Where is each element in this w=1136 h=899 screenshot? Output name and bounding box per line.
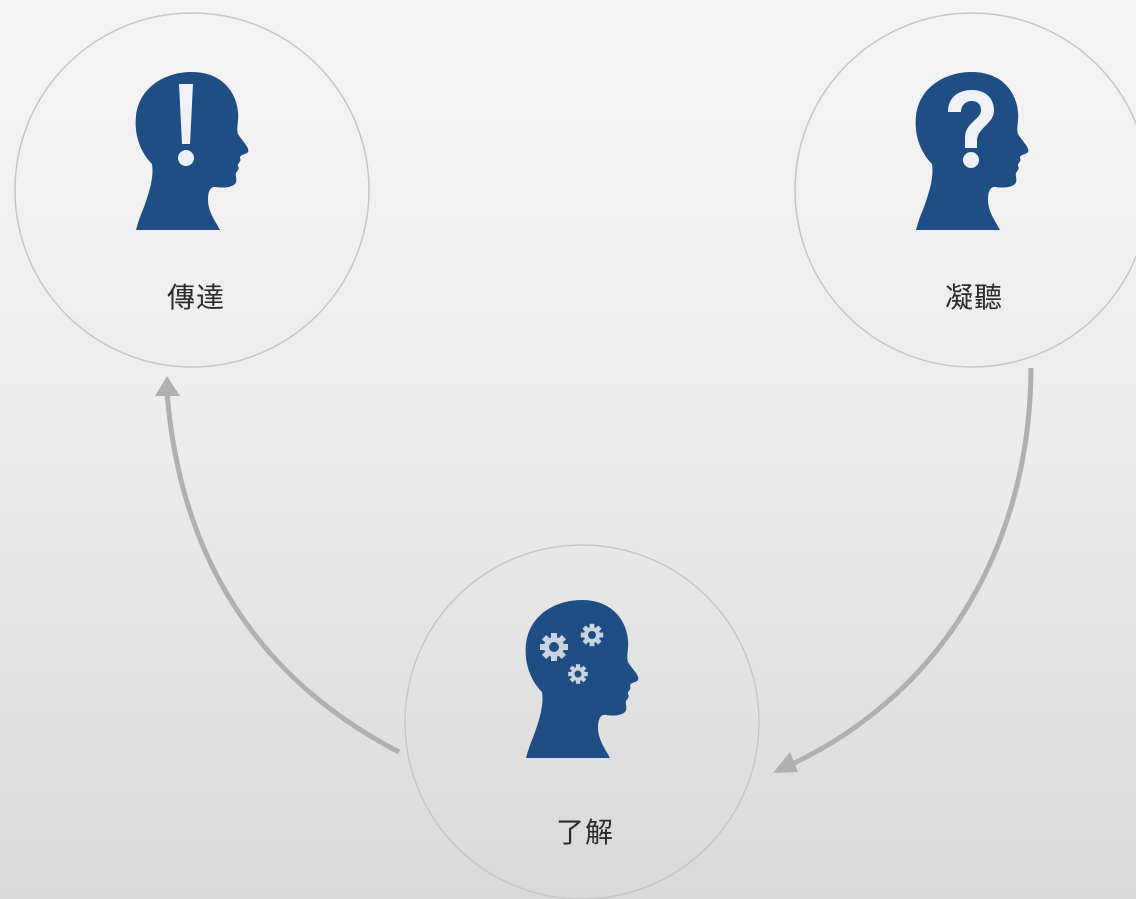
gear-large-icon: [540, 633, 568, 661]
arrow-understand-to-convey: [164, 391, 401, 755]
arrow-listen-to-understand: [788, 367, 1034, 768]
node-circle-convey: [14, 12, 370, 368]
node-label-listen: 凝聽: [944, 281, 1003, 314]
arrowhead-convey: [155, 376, 180, 396]
head-question-icon: [915, 72, 1029, 230]
gear-small-bottom-icon: [568, 664, 588, 684]
node-label-understand: 了解: [555, 816, 614, 849]
head-exclamation-icon: [135, 72, 249, 230]
node-circle-listen: [794, 12, 1136, 368]
arrowhead-understand: [773, 752, 798, 773]
node-label-convey: 傳達: [166, 281, 225, 314]
gear-small-top-icon: [580, 623, 604, 647]
node-circle-understand: [404, 544, 760, 899]
head-gears-icon: [525, 600, 639, 758]
